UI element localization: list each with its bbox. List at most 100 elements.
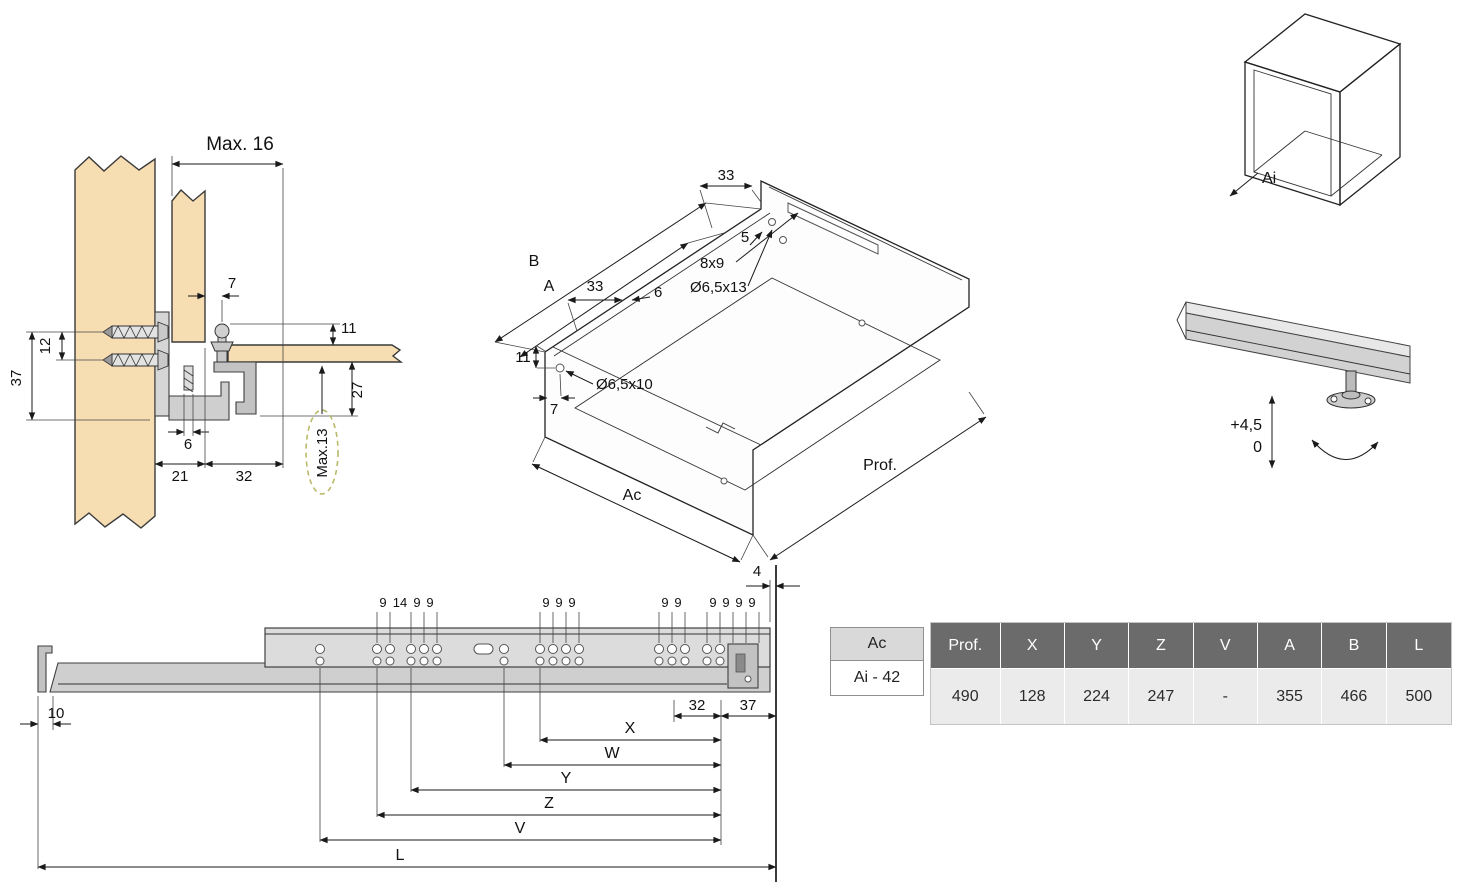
dim-33-side: 33: [587, 278, 604, 295]
spacing-label: 9: [426, 595, 433, 610]
spacing-label: 14: [393, 595, 407, 610]
dim-33-top: 33: [718, 167, 735, 184]
dim-7: 7: [228, 275, 236, 292]
back-panel-slot: [787, 202, 879, 255]
spacing-label: 9: [674, 595, 681, 610]
dim-37-rail: 37: [740, 697, 757, 714]
rail-profile-view: +4,5 0: [1176, 301, 1411, 469]
dim-adjust-min: 0: [1253, 439, 1262, 456]
spec-value-cell: 490: [931, 668, 1001, 724]
dim-4: 4: [753, 563, 761, 580]
spacing-label: 9: [379, 595, 386, 610]
dim-11-iso: 11: [515, 349, 531, 366]
dim-hole-back: Ø6,5x13: [690, 279, 747, 296]
ac-table: Ac Ai - 42: [830, 627, 924, 696]
spec-value-cell: 247: [1129, 668, 1194, 724]
spec-header-cell: B: [1322, 623, 1387, 668]
spec-value-cell: 355: [1257, 668, 1323, 724]
dim-b: B: [529, 253, 540, 270]
back-panel-hole-2: [779, 236, 787, 244]
spacing-label: 9: [555, 595, 562, 610]
spec-header-cell: V: [1193, 623, 1258, 668]
spec-table-header-row: Prof. X Y Z V A B L: [931, 623, 1451, 668]
dim-27: 27: [349, 382, 366, 399]
spacing-label: 9: [735, 595, 742, 610]
cross-section-view: Max. 16 7 11 12 37 27 6: [8, 134, 404, 529]
spec-header-cell: A: [1257, 623, 1323, 668]
dim-32-rail: 32: [689, 697, 706, 714]
dim-hole-side: Ø6,5x10: [596, 376, 653, 393]
ac-table-header: Ac: [831, 628, 923, 661]
drawer-back-panel: [171, 188, 206, 343]
dim-a: A: [544, 278, 555, 295]
dim-10: 10: [48, 705, 65, 722]
drawer-bottom-panel: [227, 344, 404, 363]
dim-l: L: [396, 847, 405, 864]
screw-bottom: [102, 349, 169, 371]
spacing-label: 9: [413, 595, 420, 610]
dim-w: W: [604, 745, 620, 762]
end-block-slot: [735, 653, 746, 673]
dim-37: 37: [8, 370, 25, 387]
spec-header-cell: Prof.: [931, 623, 1001, 668]
spec-value-cell: 466: [1322, 668, 1387, 724]
spec-header-cell: Z: [1129, 623, 1194, 668]
dim-adjust-max: +4,5: [1230, 417, 1262, 434]
screw-top: [102, 321, 169, 343]
dim-max13: Max.13: [314, 428, 331, 477]
dim-max16: Max. 16: [206, 134, 274, 155]
rotation-arrow: [1311, 439, 1379, 460]
cabinet-profile: [168, 381, 230, 421]
spacing-label: 9: [568, 595, 575, 610]
back-panel-hole-1: [768, 218, 776, 226]
dim-32: 32: [236, 468, 253, 485]
dim-21: 21: [172, 468, 189, 485]
dim-11: 11: [341, 320, 357, 337]
rail-side-view: 9 14 9 9 9 9 9 9 9 9 9 9 9 4 10 32 37: [20, 563, 800, 882]
hole-spacing-labels: 9 14 9 9 9 9 9 9 9 9 9 9 9: [379, 595, 755, 610]
ball-stud: [210, 323, 234, 363]
spec-table-value-row: 490 128 224 247 - 355 466 500: [931, 668, 1451, 724]
front-wall-hole: [720, 477, 728, 485]
spec-value-cell: 500: [1386, 668, 1451, 724]
max13-highlight-ellipse: [305, 409, 339, 495]
dim-x: X: [625, 720, 636, 737]
isometric-drawer-view: B A 33 6 33 5 8x9 Ø6,5x13 11 Ø6,5x10: [494, 167, 987, 563]
front-wall-notch: [705, 422, 736, 434]
section-dimensions: Max. 16 7 11 12 37 27 6: [8, 134, 366, 495]
dim-ac: Ac: [623, 487, 642, 504]
dim-5: 5: [741, 229, 749, 246]
spacing-label: 9: [709, 595, 716, 610]
dim-prof: Prof.: [863, 457, 897, 474]
dim-6: 6: [184, 436, 192, 453]
adjustment-stud: [1326, 370, 1376, 409]
dim-slot-8x9: 8x9: [700, 255, 724, 272]
spec-table: Prof. X Y Z V A B L 490 128 224 247 - 35…: [930, 622, 1452, 725]
spacing-label: 9: [661, 595, 668, 610]
spacing-label: 9: [722, 595, 729, 610]
side-wall-hole: [555, 363, 565, 373]
ac-table-value: Ai - 42: [831, 661, 923, 695]
drawer-profile: [213, 361, 257, 415]
spec-header-cell: Y: [1064, 623, 1130, 668]
spacing-label: 9: [542, 595, 549, 610]
dim-6-iso: 6: [654, 284, 662, 301]
iso-dimensions: B A 33 6 33 5 8x9 Ø6,5x13 11 Ø6,5x10: [494, 167, 987, 563]
dim-y: Y: [561, 770, 572, 787]
spec-value-cell: -: [1193, 668, 1258, 724]
dim-12: 12: [37, 338, 54, 355]
fixing-screw: [183, 365, 194, 393]
dim-7-iso: 7: [550, 401, 558, 418]
cabinet-cube-view: Ai: [1229, 13, 1402, 207]
spec-value-cell: 128: [1000, 668, 1065, 724]
cabinet-side-panel: [74, 155, 156, 529]
dim-v: V: [515, 820, 526, 837]
spec-header-cell: X: [1000, 623, 1065, 668]
spacing-label: 9: [748, 595, 755, 610]
spec-header-cell: L: [1386, 623, 1451, 668]
dim-ai: Ai: [1262, 170, 1276, 187]
front-hook: [37, 645, 53, 693]
dim-z: Z: [544, 795, 554, 812]
